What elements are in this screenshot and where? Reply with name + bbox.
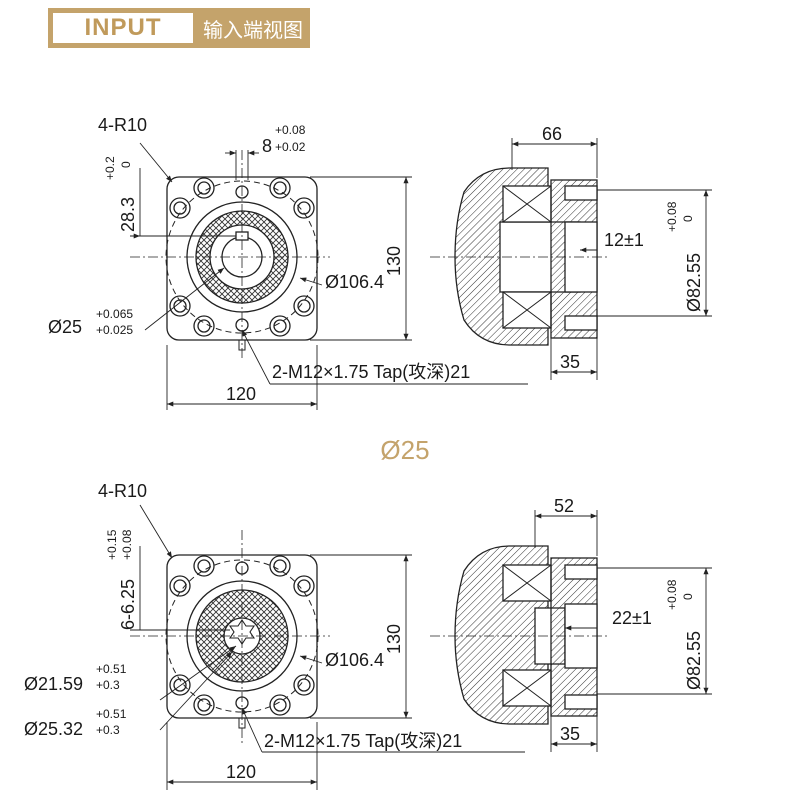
bottom-front-dimensions: [130, 504, 525, 790]
bottom-spline-tol-upper: +0.15: [105, 529, 119, 560]
bottom-minor-tol-upper: +0.51: [96, 662, 127, 676]
bottom-corner-radius: 4-R10: [98, 481, 147, 501]
top-pcd: Ø106.4: [325, 272, 384, 292]
bottom-flange-thickness: 35: [560, 724, 580, 744]
top-section-dimensions: [511, 138, 712, 380]
top-keyway-tol-lower: +0.02: [275, 140, 306, 154]
section-header: INPUT 输入端视图: [48, 8, 310, 48]
mount-holes-2: [169, 555, 315, 716]
top-tap: 2-M12×1.75 Tap(攻深)21: [272, 362, 470, 382]
bottom-side-length: 52: [554, 496, 574, 516]
top-bore: Ø25: [48, 317, 82, 337]
top-keyway-depth-tol-upper: +0.2: [103, 156, 117, 180]
bottom-width: 120: [226, 762, 256, 782]
top-front-view: [130, 150, 330, 360]
bottom-minor-dia: Ø21.59: [24, 674, 83, 694]
bottom-spigot-tol-lower: 0: [681, 593, 695, 600]
top-section-view: [430, 167, 610, 346]
top-spigot: Ø82.55: [684, 253, 704, 312]
bottom-height: 130: [384, 624, 404, 654]
top-keyway-width: 8: [262, 136, 272, 156]
bottom-spline-tol-lower: +0.08: [120, 529, 134, 560]
top-keyway-depth-tol-lower: 0: [119, 161, 133, 168]
bottom-shaft-depth: 22±1: [612, 608, 652, 628]
top-corner-radius: 4-R10: [98, 115, 147, 135]
top-spigot-tol-upper: +0.08: [665, 201, 679, 232]
bottom-spigot-tol-upper: +0.08: [665, 579, 679, 610]
section-label: Ø25: [380, 435, 429, 465]
bottom-tap: 2-M12×1.75 Tap(攻深)21: [264, 731, 462, 751]
bottom-front-view: [130, 530, 330, 745]
top-bore-tol-lower: +0.025: [96, 323, 133, 337]
header-subtitle: 输入端视图: [203, 17, 303, 42]
bottom-spline: 6-6.25: [118, 579, 138, 630]
mount-holes: [169, 177, 315, 337]
top-height: 130: [384, 246, 404, 276]
top-spigot-tol-lower: 0: [681, 215, 695, 222]
header-input-label: INPUT: [53, 13, 193, 43]
top-front-dimensions: [130, 142, 528, 410]
bottom-spigot: Ø82.55: [684, 631, 704, 690]
bottom-minor-tol-lower: +0.3: [96, 678, 120, 692]
bottom-section-dimensions: [534, 510, 712, 752]
top-keyway-tol-upper: +0.08: [275, 123, 306, 137]
top-shaft-depth: 12±1: [604, 230, 644, 250]
bottom-section-view: [430, 545, 610, 725]
top-width: 120: [226, 384, 256, 404]
top-side-length: 66: [542, 124, 562, 144]
top-keyway-depth: 28.3: [118, 197, 138, 232]
bottom-major-tol-lower: +0.3: [96, 723, 120, 737]
top-flange-thickness: 35: [560, 352, 580, 372]
bottom-major-tol-upper: +0.51: [96, 707, 127, 721]
bottom-major-dia: Ø25.32: [24, 719, 83, 739]
top-bore-tol-upper: +0.065: [96, 307, 133, 321]
bottom-pcd: Ø106.4: [325, 650, 384, 670]
